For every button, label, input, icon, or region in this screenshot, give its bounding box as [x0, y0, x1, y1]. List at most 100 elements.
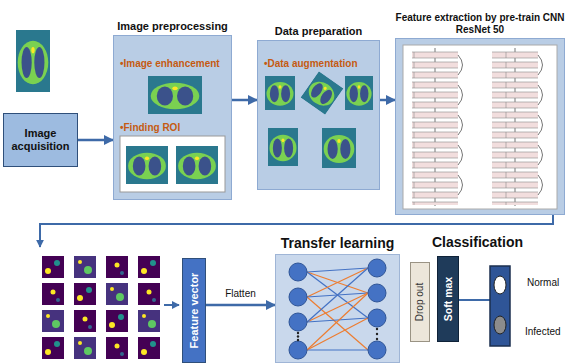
dot	[376, 338, 378, 340]
flow-arrow	[232, 99, 257, 102]
neuron	[289, 288, 307, 306]
ct-image	[16, 30, 50, 92]
output-box	[490, 266, 510, 346]
class-label: Normal	[527, 277, 559, 289]
feature-map	[42, 256, 64, 278]
bar-label: Soft max	[438, 257, 458, 341]
network-link	[307, 293, 368, 350]
section-heading: Classification	[432, 234, 523, 251]
neuron	[368, 309, 386, 327]
feature-map	[106, 283, 128, 305]
panel-heading: Feature extraction by pre-train CNN ResN…	[392, 12, 568, 36]
flow-arrow	[380, 99, 395, 102]
process-box: Image acquisition	[3, 113, 78, 167]
ct-image	[176, 146, 218, 184]
normal-class-mark	[494, 276, 506, 294]
roi-plot	[120, 136, 225, 192]
neuron	[289, 341, 307, 359]
feature-map	[138, 310, 160, 332]
flow-line	[164, 304, 179, 306]
dot	[376, 333, 378, 335]
ellipsis-dots	[297, 328, 378, 341]
feature-map	[42, 337, 64, 359]
stage-panel: Feature extraction by pre-train CNN ResN…	[395, 38, 565, 215]
network-link	[307, 268, 368, 297]
feature-map	[74, 310, 96, 332]
stage-panel: Image preprocessing•Image enhancement•Fi…	[113, 35, 232, 200]
box-label: Image acquisition	[4, 127, 77, 153]
neuron	[368, 341, 386, 359]
feature-map	[42, 283, 64, 305]
neuron	[289, 263, 307, 281]
feature-map	[74, 337, 96, 359]
feature-map	[138, 256, 160, 278]
panel-heading: Image preprocessing	[98, 20, 248, 33]
bullet-item: •Data augmentation	[264, 58, 379, 70]
feature-map	[138, 337, 160, 359]
feature-map	[106, 337, 128, 359]
feature-map	[106, 256, 128, 278]
feature-vector-bar: Feature vector	[182, 258, 206, 363]
feature-map	[74, 256, 96, 278]
flow-arrow	[206, 304, 275, 307]
bar-label: Drop out	[411, 263, 429, 341]
neuron	[289, 313, 307, 331]
dot	[297, 332, 299, 334]
network-links	[307, 268, 368, 350]
feature-map	[42, 310, 64, 332]
edge-label-holder: Flatten	[225, 288, 256, 300]
network-link	[307, 268, 368, 322]
bar-label: Feature vector	[183, 259, 205, 362]
dropout-bar: Drop out	[410, 262, 430, 342]
network-link	[307, 349, 368, 350]
panel-heading: Data preparation	[249, 25, 389, 38]
network-neurons	[289, 259, 386, 359]
network-link	[307, 293, 368, 322]
ct-image	[322, 128, 356, 168]
label-holder: Normal	[527, 277, 559, 289]
ct-image	[301, 71, 344, 114]
label-holder: Infected	[525, 326, 561, 338]
panel-fill	[395, 38, 565, 215]
feature-map	[74, 283, 96, 305]
flow-arrow	[78, 139, 113, 142]
network-panel: Transfer learning	[275, 254, 400, 363]
bullet-item: •Image enhancement	[120, 58, 231, 70]
ct-image	[268, 128, 298, 166]
edge-label: Flatten	[225, 288, 256, 300]
neuron	[368, 284, 386, 302]
feature-map	[106, 310, 128, 332]
panel-fill	[113, 35, 232, 200]
softmax-bar: Soft max	[437, 256, 459, 342]
dot	[376, 328, 378, 330]
ct-image	[265, 76, 295, 110]
ct-image	[126, 146, 168, 184]
stage-panel: Data preparation•Data augmentation	[257, 40, 380, 190]
neuron	[368, 259, 386, 277]
network-link	[307, 318, 368, 350]
bullet-item: •Finding ROI	[120, 122, 231, 134]
infected-class-mark	[494, 316, 506, 334]
skip-connections	[458, 55, 463, 195]
feature-map	[138, 283, 160, 305]
section-heading: Transfer learning	[263, 235, 413, 252]
class-label: Infected	[525, 326, 561, 338]
skip-connections	[538, 55, 543, 195]
resnet-layers	[412, 50, 458, 205]
flow-line	[459, 299, 490, 301]
dot	[297, 339, 299, 341]
resnet-figure	[403, 45, 557, 209]
ct-image	[345, 76, 373, 110]
panel-fill	[257, 40, 380, 190]
network-link	[307, 268, 368, 272]
panel-fill	[275, 254, 400, 363]
label-holder: Classification	[432, 234, 523, 251]
ct-image	[148, 76, 202, 114]
dot	[297, 335, 299, 337]
resnet-layers	[492, 50, 538, 205]
